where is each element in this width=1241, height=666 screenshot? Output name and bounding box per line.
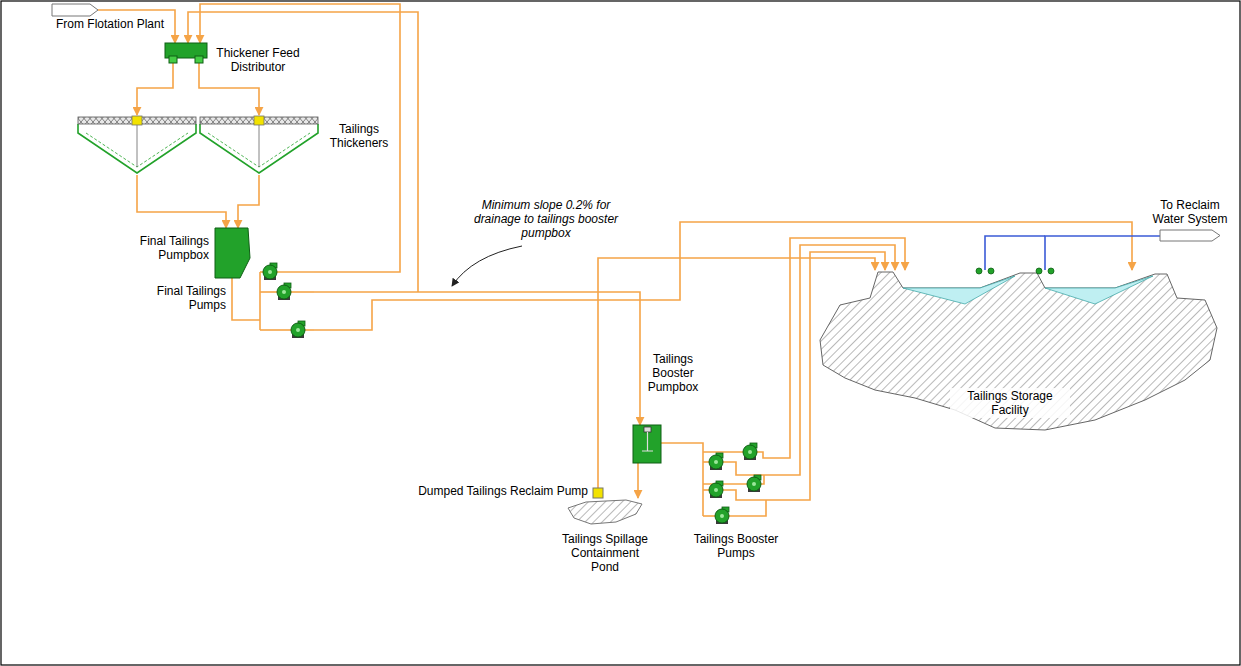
leader-line: [452, 246, 522, 286]
pump-symbol: [263, 263, 277, 280]
pump-group: Final Tailings Pumps: [256, 262, 314, 340]
shape: [700, 440, 772, 528]
pump: Dumped Tailings Reclaim Pump: [593, 488, 603, 498]
decant-pump: [976, 268, 982, 274]
shape: [566, 498, 644, 526]
thickener-symbol: [200, 116, 318, 173]
node-label: Final Tailings Pumps: [144, 284, 226, 312]
pipe: [700, 443, 703, 516]
pond: Tailings Spillage Containment Pond: [566, 498, 644, 526]
note: Minimum slope 0.2% for drainage to taili…: [470, 198, 622, 240]
pipe: [722, 490, 772, 500]
pipe: [728, 500, 766, 516]
slurry-pipe: [314, 292, 640, 425]
pipe: [276, 271, 314, 273]
shape: [1160, 230, 1220, 241]
pump-symbol: [291, 321, 305, 338]
pipe-branches: [188, 12, 895, 500]
agitator-motor: [644, 427, 651, 432]
node-label: Dumped Tailings Reclaim Pump: [408, 484, 588, 498]
node-label: Tailings Booster Pumps: [686, 532, 786, 560]
pipe: [703, 483, 748, 485]
shape: [215, 228, 250, 278]
node-label: Tailings Storage Facility: [950, 388, 1070, 418]
pump-symbol: [593, 488, 603, 498]
pump-symbol: [709, 481, 723, 498]
outlet: [195, 56, 203, 63]
water-pipe: [1045, 236, 1160, 270]
decant-pump: [988, 268, 994, 274]
shape: [75, 115, 320, 175]
thickeners: Tailings Thickeners: [75, 115, 320, 175]
off-page-connector: To Reclaim Water System: [1160, 230, 1220, 241]
connector-symbol: [52, 4, 98, 16]
slurry-pipe: [137, 175, 226, 228]
storage-facility: Tailings Storage Facility: [815, 270, 1220, 435]
node-label: To Reclaim Water System: [1148, 198, 1232, 226]
pipe: [238, 175, 259, 228]
pipe: [290, 291, 314, 293]
pipe: [260, 329, 292, 331]
node-label: From Flotation Plant: [56, 17, 196, 31]
pipe: [703, 451, 744, 453]
shape: [165, 43, 207, 63]
water-pond: [903, 276, 1015, 304]
pump-symbol: [277, 283, 291, 300]
pumpbox: Tailings Booster Pumpbox: [633, 425, 661, 463]
facility-outline: [820, 272, 1217, 430]
off-page-connector: From Flotation Plant: [52, 4, 98, 16]
agitator-shaft: [642, 432, 653, 451]
decant-pump: [1048, 268, 1054, 274]
pump-group: Tailings Booster Pumps: [700, 440, 772, 528]
pipe: [260, 291, 278, 293]
node-label: Tailings Thickeners: [326, 122, 392, 150]
pump-symbol: [709, 453, 723, 470]
water-pipe: [985, 236, 1045, 270]
connector-symbol: [1160, 230, 1220, 241]
slurry-pipe: [598, 258, 875, 488]
shape: [52, 4, 98, 16]
node-label: Tailings Spillage Containment Pond: [558, 532, 652, 574]
pipe: [722, 462, 772, 475]
pond-outline: [568, 500, 642, 524]
slurry-pipe: [637, 463, 639, 498]
node-label: Thickener Feed Distributor: [212, 46, 304, 74]
pipe: [757, 452, 772, 458]
pipe: [188, 12, 418, 292]
pipe: [256, 272, 260, 330]
pipe: [703, 515, 716, 517]
outlet: [169, 56, 177, 63]
water-pond: [1045, 276, 1153, 304]
pumpbox-body: [633, 425, 661, 463]
node-label: Final Tailings Pumpbox: [127, 234, 209, 262]
node-label: Tailings Booster Pumpbox: [644, 352, 702, 394]
feed-distributor: Thickener Feed Distributor: [165, 43, 207, 63]
slurry-pipe: [232, 278, 256, 320]
pump-symbol: [715, 507, 729, 524]
decant-pump: [1036, 268, 1042, 274]
shape: [633, 425, 661, 463]
shape: [593, 488, 603, 498]
pumpbox: Final Tailings Pumpbox: [215, 228, 250, 278]
pump-symbol: [747, 475, 761, 492]
thickener-symbol: [78, 116, 196, 173]
pump-symbol: [743, 443, 757, 460]
shape: [256, 262, 314, 340]
slurry-pipe: [137, 63, 173, 115]
slurry-pipe: [661, 442, 700, 444]
pumpbox-body: [215, 228, 250, 278]
